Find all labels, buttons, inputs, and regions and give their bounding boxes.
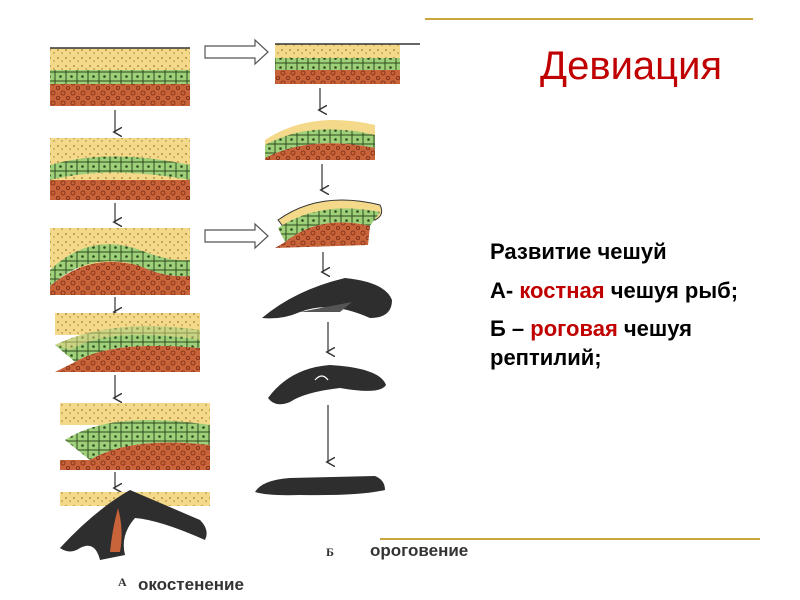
stage-b6-horn-scale bbox=[255, 476, 385, 496]
stage-b3 bbox=[275, 199, 383, 248]
stage-b1 bbox=[275, 43, 420, 84]
figure-label-b: Б bbox=[326, 545, 334, 559]
stage-a5 bbox=[60, 403, 210, 470]
stage-a1 bbox=[50, 47, 190, 106]
description-heading: Развитие чешуй bbox=[490, 239, 667, 264]
top-rule bbox=[425, 18, 753, 20]
stage-b5-horn-scale bbox=[268, 365, 386, 405]
transition-arrow-1 bbox=[204, 38, 269, 66]
stage-b4-horn-scale bbox=[262, 278, 392, 319]
description-block: Развитие чешуй А- костная чешуя рыб; Б –… bbox=[490, 238, 790, 382]
bottom-rule bbox=[380, 538, 760, 540]
stage-a6-ossified-scale bbox=[60, 490, 210, 560]
caption-ossification: окостенение bbox=[138, 575, 244, 594]
stage-a2 bbox=[50, 138, 190, 200]
description-item-a: А- костная чешуя рыб; bbox=[490, 277, 739, 303]
slide-title: Девиация bbox=[540, 44, 723, 88]
transition-arrow-2 bbox=[204, 222, 269, 250]
description-item-b: Б – роговая чешуя рептилий; bbox=[490, 316, 693, 370]
stage-b2 bbox=[265, 120, 375, 160]
stage-a4 bbox=[55, 313, 200, 372]
stage-a3 bbox=[50, 228, 190, 295]
caption-keratinization: ороговение bbox=[370, 541, 469, 560]
figure-label-a: А bbox=[118, 575, 127, 589]
